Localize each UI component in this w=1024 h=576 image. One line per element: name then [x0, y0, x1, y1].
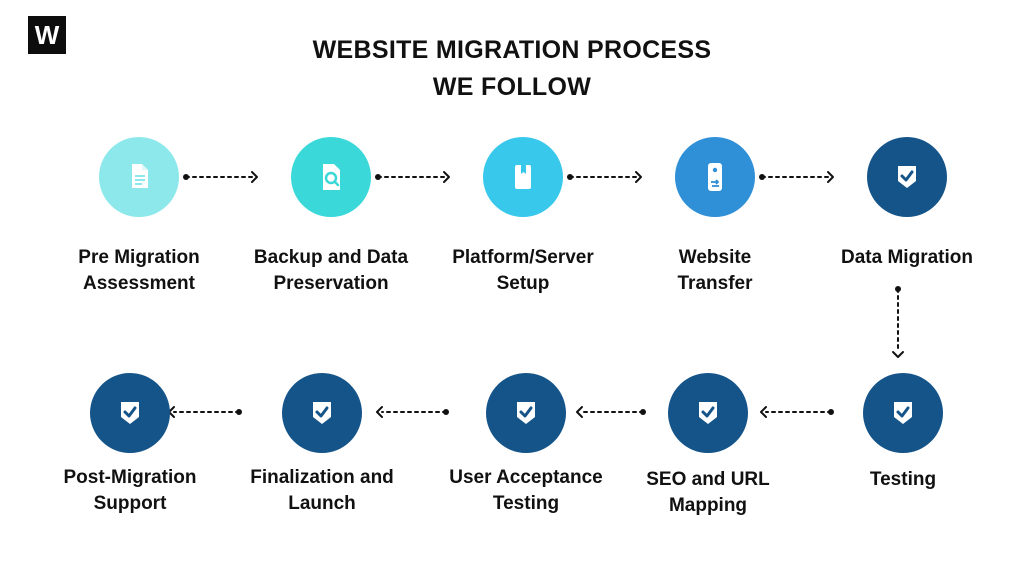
step-label: Post-Migration Support — [63, 467, 197, 514]
step-label: Data Migration — [841, 247, 973, 268]
step-label: User Acceptance Testing — [449, 467, 603, 514]
file-search-icon — [323, 164, 340, 190]
step-label: Testing — [869, 469, 937, 490]
bookmark-icon — [515, 165, 531, 189]
shield-check-icon — [313, 402, 331, 424]
device-transfer-icon — [708, 163, 722, 191]
step-circle — [668, 373, 748, 453]
step-label: Website Transfer — [677, 247, 753, 294]
step-label: Finalization and Launch — [250, 467, 394, 514]
step-circle — [90, 373, 170, 453]
shield-check-icon — [898, 166, 916, 188]
step-circle — [99, 137, 179, 217]
step-circle — [675, 137, 755, 217]
shield-check-icon — [699, 402, 717, 424]
page-title-line-1: WEBSITE MIGRATION PROCESS — [312, 36, 712, 64]
shield-check-icon — [517, 402, 535, 424]
step-label: Backup and Data Preservation — [253, 247, 409, 294]
page-title-line-2: WE FOLLOW — [432, 73, 592, 101]
step-circle — [867, 137, 947, 217]
step-circle — [483, 137, 563, 217]
step-label: Pre Migration Assessment — [78, 247, 200, 294]
logo-text: W — [34, 20, 60, 50]
step-label: Platform/Server Setup — [452, 247, 594, 294]
step-circle — [863, 373, 943, 453]
step-circle — [291, 137, 371, 217]
shield-check-icon — [121, 402, 139, 424]
step-label: SEO and URL Mapping — [646, 469, 770, 516]
step-circle — [486, 373, 566, 453]
document-icon — [132, 164, 148, 188]
brand-logo: W — [28, 16, 66, 54]
step-circle — [282, 373, 362, 453]
shield-check-icon — [894, 402, 912, 424]
